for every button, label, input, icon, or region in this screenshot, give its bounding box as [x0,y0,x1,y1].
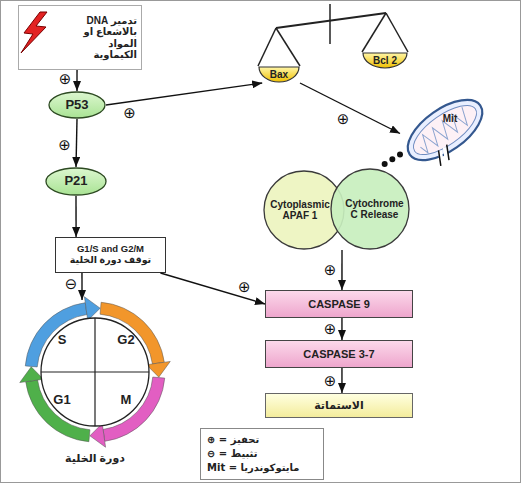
effect-sign: ⊕ [324,373,337,388]
scale-beam [276,13,386,28]
scale-pan: Bcl 2 [362,52,408,69]
pathway-arrow [341,318,342,340]
edge-group [76,70,400,393]
effect-sign: ⊕ [238,280,251,295]
ellipse-outline [331,169,409,249]
pathway-arrow [76,119,77,167]
balance-scale [258,4,408,66]
factor-name: Cytochrome C Release [342,198,407,221]
legend-entry: ⊖ = تثبيط [207,447,317,461]
caspase-box: CASPASE 9 [265,290,413,318]
inner-membrane [406,96,484,163]
effect-sign: ⊕ [324,263,337,278]
protein-ellipse: P53 [48,91,106,119]
cycle-arrowhead [84,297,100,321]
box-text: تدمير DNA بالاشعاع او المواد الكيماوية [67,15,137,61]
phase-label: G2 [117,333,134,348]
scale-pan: Bax [258,66,300,83]
protein-name: Bcl 2 [373,55,397,67]
cell-cycle-wheel-outline [23,300,167,468]
effect-sign: ⊕ [59,72,72,87]
effect-sign: ⊕ [324,322,337,337]
cell-cycle-wheel: S G2G1 M دورة الخلية [23,300,167,468]
effect-sign: ⊕ [58,138,71,153]
mitochondrion-art [398,88,496,177]
pathway-arrow [75,196,76,237]
scale-string [276,28,300,66]
cycle-arrows [20,297,171,448]
outer-membrane [398,88,493,172]
cytochrome-circle: Cytochrome C Release [330,168,410,250]
organelle-name: Mit [443,113,457,125]
caspase-box: CASPASE 3-7 [265,340,413,368]
phase-label: M [121,393,132,408]
phase-label: G1 [53,393,70,408]
protein-ellipse: P21 [45,167,107,196]
pathway-arrow [300,83,400,134]
lightning-bolt [21,12,47,53]
effect-sign: ⊕ [123,105,136,120]
outcome-text: الاستماتة [314,399,364,412]
ellipse-outline [49,92,105,118]
scale-string [362,13,386,52]
scale-string [258,28,276,66]
protein-name: Bax [270,69,288,81]
pathway-arrow [160,273,265,304]
pathway-arrow [81,273,82,300]
protein-name: P21 [64,174,87,189]
release-dots [378,155,400,169]
pathway-arrow [76,70,77,91]
quadrant-lines [41,318,149,426]
legend-entry: Mit = مايتوكوندريا [207,461,317,475]
cycle-arrowhead [90,423,106,447]
pathway-arrow [341,368,342,393]
cycle-disc [41,318,149,426]
effect-sign: ⊕ [337,112,350,127]
effect-sign: ⊖ [65,276,78,291]
scale-pole [329,4,331,44]
phase-label: دورة الخلية [65,452,125,465]
apoptosis-box: الاستماتة [265,393,413,418]
legend-entry: ⊕ = تحفيز [207,433,317,447]
membrane-break-gap [435,147,452,164]
protein-name: P53 [65,98,88,113]
ellipse-outline [46,168,106,195]
mitochondrion: Mit [400,95,490,165]
cycle-arrowhead [20,367,44,383]
enzyme-name: CASPASE 3-7 [303,348,374,361]
pathway-arrow [341,250,342,290]
pathway-arrow [106,83,262,105]
factor-name: Cytoplasmic APAF 1 [269,199,331,222]
arrest-box: G1/S and G2/M توقف دورة الخلية [55,237,166,273]
bowl-outline [259,67,299,82]
cycle-arrowhead [146,361,170,377]
bowl-outline [363,53,407,68]
scale-string [386,13,408,52]
enzyme-name: CASPASE 9 [308,298,370,311]
box-text: G1/S and G2/M توقف دورة الخلية [68,244,153,266]
mitochondrion-outline [400,95,490,165]
cause-box: تدمير DNA بالاشعاع او المواد الكيماوية [18,5,142,70]
membrane-break-mark [433,145,455,166]
legend-box: ⊕ = تحفيز⊖ = تثبيطMit = مايتوكوندريا [200,428,324,480]
phase-label: S [58,333,67,348]
